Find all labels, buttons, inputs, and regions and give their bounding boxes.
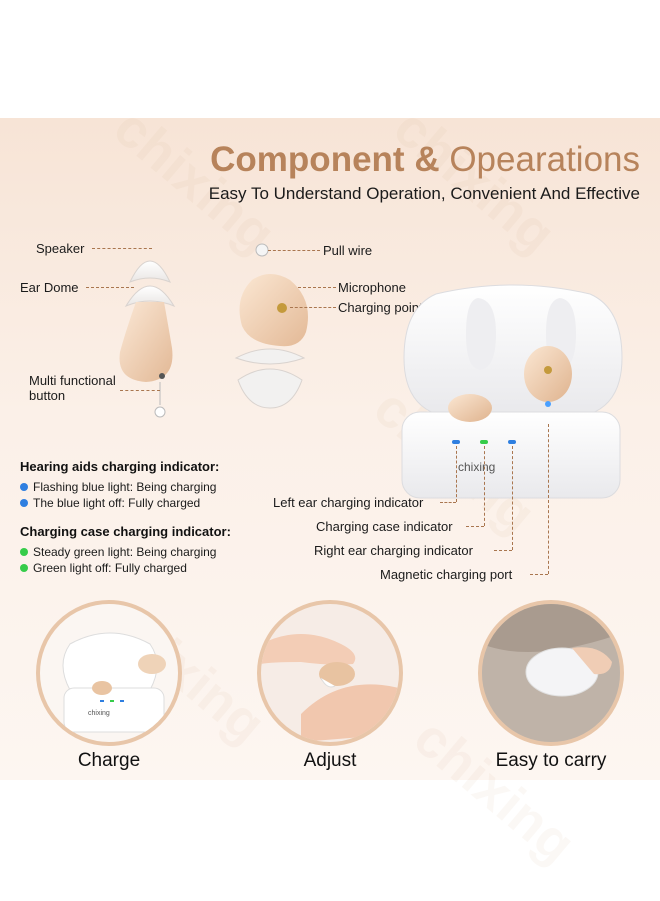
case-indicator-leader — [466, 526, 484, 527]
right-indicator-vleader — [512, 446, 513, 550]
magnetic-port-vleader — [548, 424, 549, 574]
case-indicator-text: Steady green light: Being charging — [33, 545, 217, 559]
title-light: Opearations — [449, 140, 640, 179]
hearing-indicator-title: Hearing aids charging indicator: — [20, 459, 220, 474]
ear-dome-label: Ear Dome — [20, 280, 79, 295]
hearing-aid-front-illustration — [119, 260, 176, 418]
charge-brand-text: chixing — [88, 710, 110, 717]
usage-caption: Adjust — [303, 750, 357, 771]
page-title: Component & Opearations — [0, 140, 640, 180]
hearing-indicator-text: The blue light off: Fully charged — [33, 496, 201, 510]
left-indicator-leader — [440, 502, 456, 503]
right-indicator-leader — [494, 550, 512, 551]
button-label-line1: Multi functional — [29, 373, 116, 388]
title-bold: Component — [210, 140, 405, 179]
left-indicator-vleader — [456, 446, 457, 502]
hearing-indicator-item: The blue light off: Fully charged — [20, 496, 200, 510]
microphone-leader — [298, 287, 336, 288]
case-brand-text: chixing — [458, 460, 496, 474]
hearing-aid-side-illustration — [234, 243, 308, 409]
hearing-indicator-item: Flashing blue light: Being charging — [20, 480, 216, 494]
charging-point-label: Charging point — [338, 300, 423, 315]
hearing-indicator-text: Flashing blue light: Being charging — [33, 480, 217, 494]
case-indicator-label: Charging case indicator — [316, 519, 453, 534]
case-indicator-item: Steady green light: Being charging — [20, 545, 216, 559]
left-indicator-label: Left ear charging indicator — [273, 495, 424, 510]
usage-caption: Charge — [77, 750, 141, 771]
magnetic-port-leader — [530, 574, 548, 575]
case-indicator-text: Green light off: Fully charged — [33, 561, 187, 575]
blue-dot-icon — [20, 483, 28, 491]
pull-wire-label: Pull wire — [323, 243, 373, 258]
charging-point-leader — [290, 307, 336, 308]
pull-wire-leader — [268, 250, 320, 251]
magnetic-port-label: Magnetic charging port — [380, 567, 513, 582]
button-leader — [120, 390, 160, 391]
right-indicator-label: Right ear charging indicator — [314, 543, 473, 558]
microphone-label: Microphone — [338, 280, 406, 295]
ear-dome-leader — [86, 287, 134, 288]
page-subtitle: Easy To Understand Operation, Convenient… — [208, 184, 640, 203]
title-amp: & — [414, 140, 440, 179]
button-label-line2: button — [29, 388, 66, 403]
case-indicator-vleader — [484, 446, 485, 526]
speaker-leader — [92, 248, 152, 249]
adjust-photo — [257, 600, 403, 746]
speaker-label: Speaker — [36, 241, 85, 256]
case-indicator-title: Charging case charging indicator: — [20, 524, 231, 539]
carry-photo — [478, 600, 624, 746]
carry-pocket-icon — [482, 604, 620, 742]
adjust-hands-icon — [261, 634, 399, 742]
green-dot-icon — [20, 564, 28, 572]
button-label: Multi functional button — [29, 373, 116, 403]
case-indicator-item: Green light off: Fully charged — [20, 561, 187, 575]
blue-dot-icon — [20, 499, 28, 507]
usage-caption: Easy to carry — [495, 750, 607, 771]
charge-photo: chixing — [36, 600, 182, 746]
green-dot-icon — [20, 548, 28, 556]
charge-case-icon — [62, 632, 166, 733]
charging-case-illustration — [401, 284, 623, 499]
